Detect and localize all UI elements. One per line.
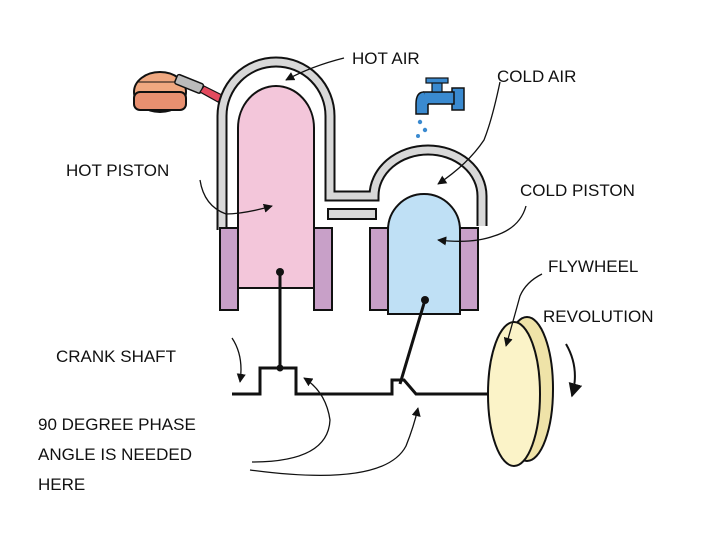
- hot-sleeve-left: [219, 227, 239, 311]
- label-hot-air: HOT AIR: [352, 49, 420, 68]
- flywheel: [487, 316, 554, 467]
- air-passage-tube: [216, 56, 488, 230]
- label-phase-line-3: HERE: [38, 475, 85, 494]
- blowtorch-icon: [133, 71, 226, 113]
- label-cold-air: COLD AIR: [497, 67, 576, 86]
- cold-connecting-rod: [398, 299, 427, 385]
- label-revolution: REVOLUTION: [543, 307, 654, 326]
- hot-sleeve-right: [313, 227, 333, 311]
- cold-sleeve-left: [369, 227, 389, 311]
- cold-cylinder: [369, 193, 479, 315]
- hot-cylinder: [219, 85, 333, 311]
- label-hot-piston: HOT PISTON: [66, 161, 169, 180]
- water-faucet-icon: [415, 77, 465, 138]
- label-cold-piston: COLD PISTON: [520, 181, 635, 200]
- crank-mechanism: [232, 272, 520, 396]
- label-crank-shaft: CRANK SHAFT: [56, 347, 176, 366]
- label-phase-line-1: 90 DEGREE PHASE: [38, 415, 196, 434]
- cold-sleeve-right: [459, 227, 479, 311]
- crank-shaft-line: [232, 366, 520, 396]
- leader-arrows: [199, 57, 543, 477]
- label-phase-line-2: ANGLE IS NEEDED: [38, 445, 192, 464]
- label-flywheel: FLYWHEEL: [548, 257, 638, 276]
- revolution-arrow: [565, 343, 583, 398]
